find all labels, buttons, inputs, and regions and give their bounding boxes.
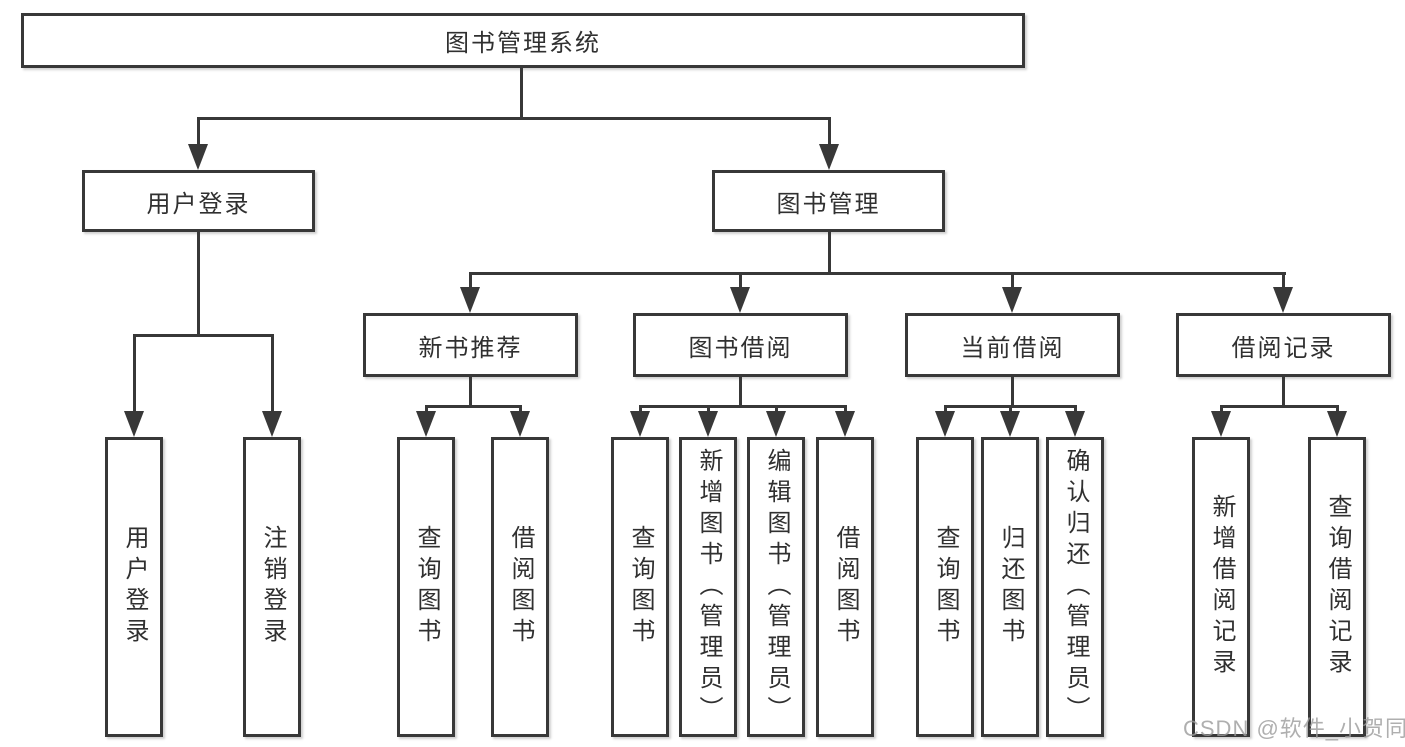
arrow-down-icon [766,411,786,437]
leaf-add-books-admin-label: 新增图书（管理员） [695,447,722,727]
connector-bookborrow-stem [739,377,742,407]
arrow-down-icon [1273,287,1293,313]
leaf-add-borrow-record-label: 新增借阅记录 [1208,494,1235,680]
connector-records-bus [1220,405,1339,408]
connector-root-bus [197,117,831,120]
leaf-borrow-books-2-label: 借阅图书 [832,525,859,649]
connector-newbook-drop-1 [425,405,428,414]
node-root-label: 图书管理系统 [445,30,601,57]
connector-bookborrow-drop-3 [775,405,778,414]
connector-currentborrow-drop-2 [1009,405,1012,414]
connector-records-stem [1282,377,1285,407]
leaf-query-borrow-record: 查询借阅记录 [1308,437,1366,737]
connector-bookborrow-drop-1 [639,405,642,414]
arrow-down-icon [730,287,750,313]
arrow-down-icon [819,144,839,170]
arrow-down-icon [1000,411,1020,437]
node-new-book-recommend: 新书推荐 [363,313,578,377]
arrow-down-icon [698,411,718,437]
node-borrowing-records-label: 借阅记录 [1231,334,1336,362]
node-root: 图书管理系统 [21,13,1025,68]
leaf-query-books-2: 查询图书 [611,437,669,737]
connector-userlogin-stem [197,232,200,337]
node-book-borrowing-label: 图书借阅 [688,334,793,362]
connector-bookmgmt-bus [469,272,1286,275]
arrow-down-icon [1065,411,1085,437]
connector-userlogin-bus [133,334,274,337]
leaf-confirm-return-admin-label: 确认归还（管理员） [1062,447,1089,727]
node-current-borrowing-label: 当前借阅 [960,334,1065,362]
node-user-login: 用户登录 [82,170,315,232]
arrow-down-icon [935,411,955,437]
arrow-down-icon [124,411,144,437]
csdn-watermark: CSDN @软件_小贺同学 [1183,716,1405,741]
connector-bookmgmt-stem [828,232,831,274]
leaf-borrow-books-1-label: 借阅图书 [507,525,534,649]
leaf-query-books-2-label: 查询图书 [627,525,654,649]
node-current-borrowing: 当前借阅 [905,313,1120,377]
arrow-down-icon [630,411,650,437]
leaf-edit-books-admin-label: 编辑图书（管理员） [763,447,790,727]
node-new-book-recommend-label: 新书推荐 [418,334,523,362]
node-book-borrowing: 图书借阅 [633,313,848,377]
arrow-down-icon [460,287,480,313]
arrow-down-icon [1327,411,1347,437]
connector-bookborrow-bus [639,405,847,408]
leaf-query-borrow-record-label: 查询借阅记录 [1324,494,1351,680]
leaf-logout-label: 注销登录 [259,525,286,649]
arrow-down-icon [188,144,208,170]
node-book-management: 图书管理 [712,170,945,232]
leaf-query-books-3-label: 查询图书 [932,525,959,649]
connector-userlogin-drop-1 [133,334,136,414]
connector-records-drop-2 [1336,405,1339,414]
leaf-return-books-label: 归还图书 [997,525,1024,649]
connector-bookborrow-drop-2 [707,405,710,414]
leaf-query-books-1: 查询图书 [397,437,455,737]
leaf-add-borrow-record: 新增借阅记录 [1192,437,1250,737]
leaf-user-login: 用户登录 [105,437,163,737]
leaf-add-books-admin: 新增图书（管理员） [679,437,737,737]
arrow-down-icon [835,411,855,437]
connector-bookmgmt-drop-1 [469,272,472,289]
leaf-user-login-label: 用户登录 [121,525,148,649]
connector-bookmgmt-drop-2 [739,272,742,289]
connector-bookmgmt-drop-4 [1282,272,1285,289]
leaf-borrow-books-2: 借阅图书 [816,437,874,737]
arrow-down-icon [1211,411,1231,437]
connector-root-drop-right [828,117,831,147]
connector-newbook-bus [425,405,522,408]
leaf-edit-books-admin: 编辑图书（管理员） [747,437,805,737]
node-borrowing-records: 借阅记录 [1176,313,1391,377]
arrow-down-icon [262,411,282,437]
leaf-query-books-1-label: 查询图书 [413,525,440,649]
arrow-down-icon [510,411,530,437]
arrow-down-icon [416,411,436,437]
connector-currentborrow-drop-3 [1074,405,1077,414]
connector-currentborrow-drop-1 [944,405,947,414]
connector-newbook-drop-2 [519,405,522,414]
node-user-login-label: 用户登录 [146,190,251,218]
connector-newbook-stem [469,377,472,407]
leaf-logout: 注销登录 [243,437,301,737]
leaf-return-books: 归还图书 [981,437,1039,737]
connector-userlogin-drop-2 [271,334,274,414]
connector-root-stem [520,67,523,119]
connector-bookmgmt-drop-3 [1011,272,1014,289]
leaf-confirm-return-admin: 确认归还（管理员） [1046,437,1104,737]
connector-root-drop-left [197,117,200,147]
connector-bookborrow-drop-4 [844,405,847,414]
connector-currentborrow-stem [1011,377,1014,407]
arrow-down-icon [1002,287,1022,313]
node-book-management-label: 图书管理 [776,190,881,218]
leaf-borrow-books-1: 借阅图书 [491,437,549,737]
leaf-query-books-3: 查询图书 [916,437,974,737]
connector-records-drop-1 [1220,405,1223,414]
